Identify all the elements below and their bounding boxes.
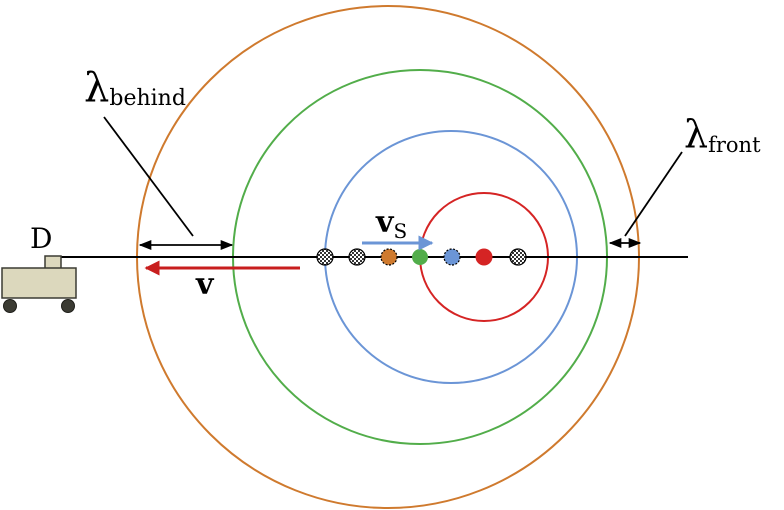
source-velocity-sub: S <box>393 219 407 243</box>
detector-cart <box>1 255 77 313</box>
source-position-5 <box>443 248 461 266</box>
lambda-behind-symbol: λ <box>84 65 109 111</box>
source-position-7 <box>509 248 527 266</box>
source-position-6 <box>475 248 493 266</box>
source-velocity-label: vS <box>375 205 407 243</box>
source-position-4 <box>412 249 428 265</box>
lambda-behind-label: λbehind <box>84 65 186 111</box>
lambda-front-subscript: front <box>708 133 761 157</box>
wave-velocity-label: v <box>195 267 215 302</box>
source-velocity-main: v <box>375 205 395 240</box>
source-dots <box>316 248 527 266</box>
cart-wheel-left <box>3 299 17 313</box>
lambda-behind-subscript: behind <box>109 86 186 111</box>
lambda-front-leader <box>624 151 683 237</box>
detector-label: D <box>30 222 52 255</box>
lambda-front-symbol: λ <box>684 112 708 156</box>
cart-wheel-right <box>61 299 75 313</box>
source-position-1 <box>316 248 334 266</box>
lambda-behind-leader <box>103 116 194 237</box>
cart-body <box>1 267 77 299</box>
source-position-2 <box>348 248 366 266</box>
lambda-front-label: λfront <box>684 112 761 157</box>
source-position-3 <box>380 248 398 266</box>
